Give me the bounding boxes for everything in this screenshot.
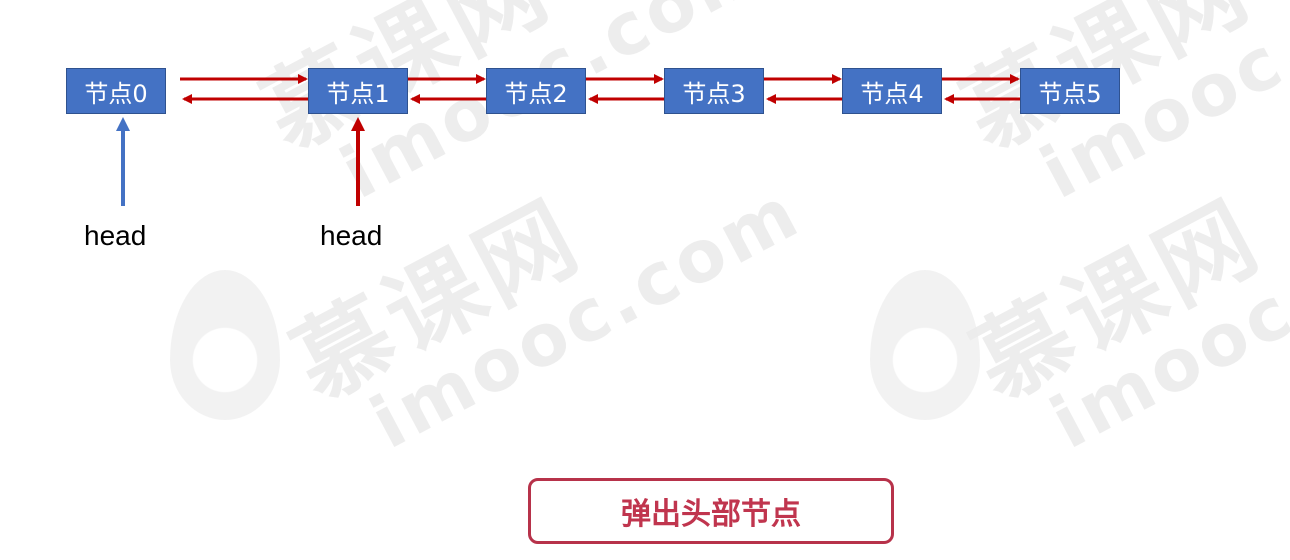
pop-head-button[interactable]: 弹出头部节点: [528, 478, 894, 544]
list-node-1: 节点1: [308, 68, 408, 114]
list-node-3: 节点3: [664, 68, 764, 114]
list-node-5: 节点5: [1020, 68, 1120, 114]
list-node-4: 节点4: [842, 68, 942, 114]
old-head-label: head: [84, 220, 147, 251]
list-node-2: 节点2: [486, 68, 586, 114]
new-head-label: head: [320, 220, 383, 251]
list-node-0: 节点0: [66, 68, 166, 114]
